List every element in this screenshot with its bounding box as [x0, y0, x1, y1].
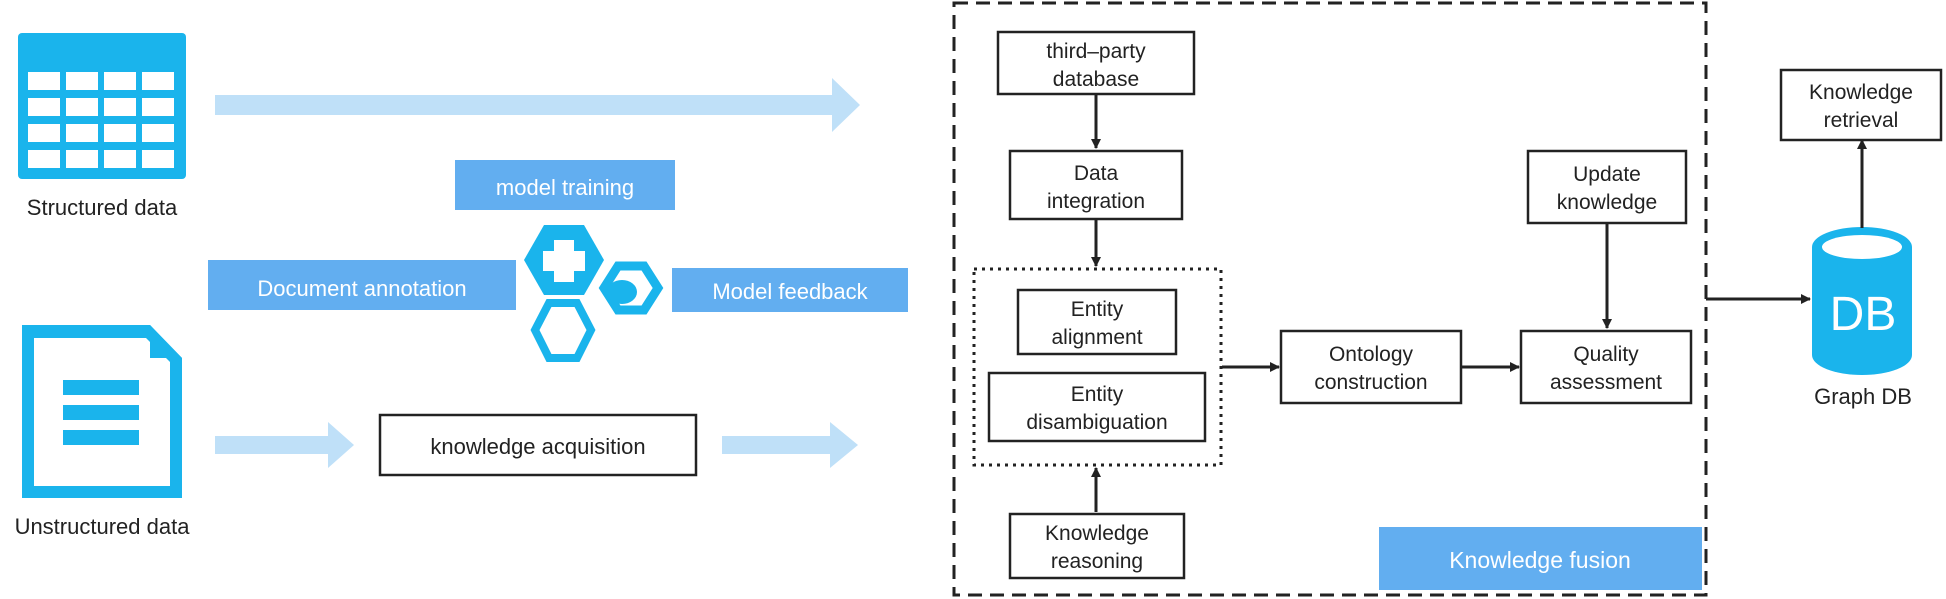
knowledge-fusion-label-bg [1379, 527, 1702, 590]
database-icon [1812, 227, 1912, 375]
document-icon [22, 325, 182, 498]
quality-line1: Quality [1573, 343, 1639, 366]
knowledge-reasoning-line1: Knowledge [1045, 522, 1149, 545]
graph-db-label: Graph DB [1814, 384, 1912, 409]
acquisition-input-arrow [215, 422, 354, 468]
quality-assessment-box [1519, 329, 1693, 405]
structured-flow-arrow [215, 78, 860, 132]
entity-alignment-line1: Entity [1071, 298, 1124, 321]
knowledge-retrieval-box [1779, 68, 1943, 142]
document-annotation-label: Document annotation [257, 276, 466, 301]
third-party-database-box [996, 30, 1196, 96]
quality-line2: assessment [1550, 371, 1662, 394]
model-feedback-label: Model feedback [712, 279, 868, 304]
data-integration-line1: Data [1074, 162, 1119, 185]
update-line1: Update [1573, 163, 1641, 186]
hexagon-model-icon [524, 225, 669, 362]
data-integration-line2: integration [1047, 190, 1145, 213]
ontology-construction-box [1279, 329, 1463, 405]
knowledge-acquisition-box [378, 413, 698, 477]
structured-data-label: Structured data [27, 195, 178, 220]
entity-group-frame [972, 267, 1223, 467]
unstructured-data-label: Unstructured data [15, 514, 191, 539]
model-training-label: model training [496, 175, 634, 200]
knowledge-fusion-label: Knowledge fusion [1449, 547, 1631, 573]
third-party-line1: third–party [1046, 40, 1146, 63]
update-line2: knowledge [1557, 191, 1657, 214]
retrieval-line2: retrieval [1824, 109, 1899, 132]
ontology-line2: construction [1314, 371, 1427, 394]
acquisition-output-arrow [722, 422, 858, 468]
knowledge-reasoning-line2: reasoning [1051, 550, 1143, 573]
document-annotation-bg [208, 260, 516, 310]
update-knowledge-box [1526, 149, 1688, 225]
table-icon [18, 33, 186, 179]
entity-alignment-box [1016, 288, 1178, 356]
knowledge-reasoning-box [1008, 512, 1186, 580]
knowledge-acquisition-label: knowledge acquisition [430, 434, 645, 459]
entity-disambiguation-box [987, 371, 1207, 443]
data-integration-box [1008, 149, 1184, 221]
model-training-bg [455, 160, 675, 210]
model-feedback-bg [672, 268, 908, 312]
third-party-line2: database [1053, 68, 1139, 91]
entity-alignment-line2: alignment [1051, 326, 1142, 349]
entity-disambiguation-line2: disambiguation [1026, 411, 1167, 434]
entity-disambiguation-line1: Entity [1071, 383, 1124, 406]
db-text: DB [1830, 288, 1897, 341]
retrieval-line1: Knowledge [1809, 81, 1913, 104]
ontology-line1: Ontology [1329, 343, 1414, 366]
